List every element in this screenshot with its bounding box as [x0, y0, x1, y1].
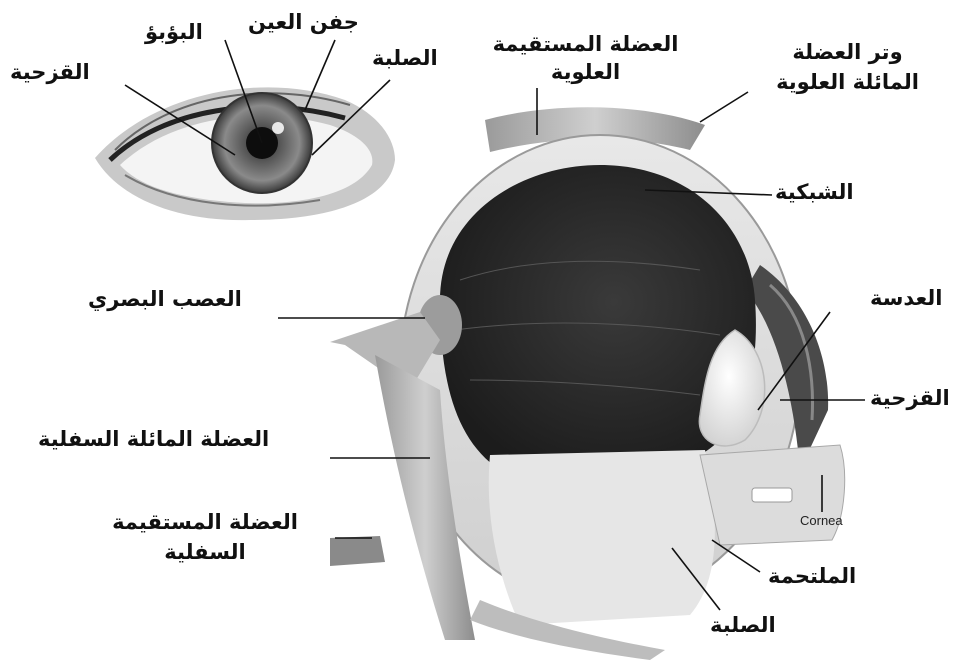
label-iris-top: القزحية: [10, 60, 90, 84]
label-cornea: Cornea: [800, 514, 843, 529]
label-inferior-rectus-1: العضلة المستقيمة: [85, 510, 325, 534]
label-iris-right: القزحية: [870, 386, 950, 410]
label-superior-rectus-1: العضلة المستقيمة: [478, 32, 693, 56]
label-pupil: البؤبؤ: [145, 20, 203, 44]
label-superior-oblique-tendon-1: وتر العضلة: [735, 40, 960, 64]
label-conjunctiva: الملتحمة: [768, 564, 856, 588]
label-inferior-rectus-2: السفلية: [85, 540, 325, 564]
label-optic-nerve: العصب البصري: [88, 287, 242, 311]
label-sclera-top: الصلبة: [372, 46, 438, 70]
label-retina: الشبكية: [775, 180, 854, 204]
label-sclera-bottom: الصلبة: [710, 613, 776, 637]
external-eye: [95, 87, 395, 220]
label-superior-rectus-2: العلوية: [478, 60, 693, 84]
label-superior-oblique-tendon-2: المائلة العلوية: [735, 70, 960, 94]
leader-line-superior-oblique-tendon: [700, 92, 748, 122]
label-inferior-oblique: العضلة المائلة السفلية: [38, 427, 269, 451]
label-eyelid: جفن العين: [248, 10, 359, 34]
label-lens: العدسة: [870, 286, 942, 310]
